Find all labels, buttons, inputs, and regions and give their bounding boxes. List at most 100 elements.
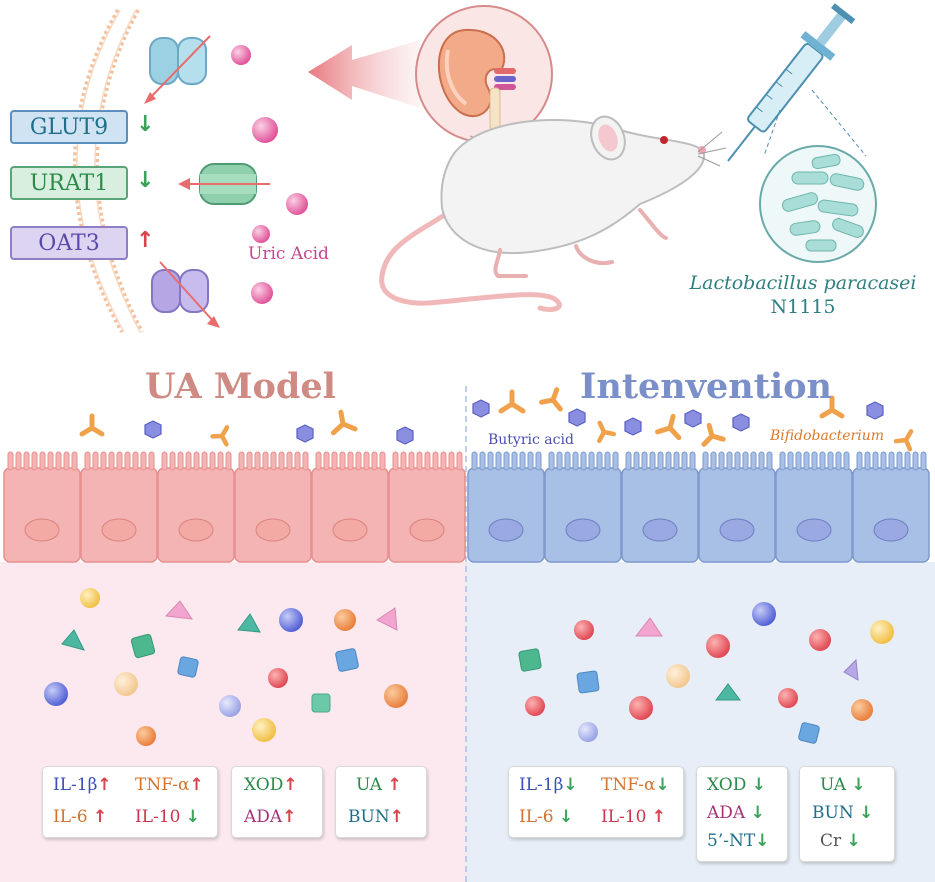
uric-acid-molecules — [231, 45, 308, 304]
marker-label: UA — [820, 775, 847, 795]
epithelial-cell — [467, 467, 545, 563]
marker-label: Cr — [820, 831, 842, 851]
microvillus — [779, 451, 786, 471]
intervention-renal-box: UA ↓ BUN ↓ Cr ↓ — [799, 766, 895, 862]
microvillus — [572, 451, 579, 471]
cell-nucleus — [101, 518, 137, 542]
up-arrow-icon: ↑ — [283, 775, 298, 795]
microvillus — [363, 451, 370, 471]
microvillus — [718, 451, 725, 471]
butyrate-icon — [568, 408, 586, 427]
epithelial-cell — [852, 467, 930, 563]
glut9-label: GLUT9 — [10, 110, 128, 144]
microvillus — [7, 451, 14, 471]
up-arrow-icon: ↑ — [282, 807, 297, 827]
marker-label: IL-1β — [53, 775, 98, 795]
microvillus — [564, 451, 571, 471]
uric-acid-label: Uric Acid — [248, 244, 329, 264]
microvillus — [92, 451, 99, 471]
model-epithelium — [3, 451, 466, 563]
intervention-tnfa: TNF-α↓ — [601, 775, 670, 795]
intervention-ada: ADA ↓ — [707, 803, 765, 823]
microvillus — [124, 451, 131, 471]
microvillus — [535, 451, 542, 471]
butyrate-icon — [144, 420, 162, 439]
model-renal-box: UA ↑ BUN↑ — [335, 766, 427, 838]
microvillus — [177, 451, 184, 471]
microvillus — [225, 451, 232, 471]
microvillus — [803, 451, 810, 471]
microvillus — [31, 451, 38, 471]
microvillus — [556, 451, 563, 471]
microvillus — [673, 451, 680, 471]
syringe-illustration — [727, 3, 856, 162]
cell-nucleus — [873, 518, 909, 542]
marker-label: BUN — [348, 807, 390, 827]
microvillus — [641, 451, 648, 471]
intervention-cytokine-box: IL-1β↓ TNF-α↓ IL-6 ↓ IL-10 ↑ — [508, 766, 684, 838]
microvillus — [355, 451, 362, 471]
microvillus — [55, 451, 62, 471]
microvillus — [148, 451, 155, 471]
up-arrow-icon: ↑ — [389, 807, 404, 827]
bifidobacterium-icon — [330, 409, 358, 436]
microvillus — [201, 451, 208, 471]
cell-nucleus — [565, 518, 601, 542]
glut9-transporter — [144, 35, 211, 104]
intervention-epithelium — [467, 451, 930, 563]
microvillus — [612, 451, 619, 471]
microvillus — [795, 451, 802, 471]
probiotic-caption: Lactobacillus paracasei N1115 — [680, 272, 926, 318]
marker-label: TNF-α — [135, 775, 190, 795]
oat3-up-arrow-icon: ↑ — [136, 228, 155, 253]
intervention-il1b: IL-1β↓ — [519, 775, 578, 795]
microvillus — [408, 451, 415, 471]
microvillus — [856, 451, 863, 471]
intervention-xod: XOD ↓ — [707, 775, 766, 795]
microvillus — [766, 451, 773, 471]
butyrate-icon — [624, 417, 642, 436]
microvillus — [294, 451, 301, 471]
microvillus — [872, 451, 879, 471]
microvillus — [262, 451, 269, 471]
microvillus — [503, 451, 510, 471]
butyrate-icon — [732, 413, 750, 432]
microvillus — [657, 451, 664, 471]
microvillus — [864, 451, 871, 471]
oat3-text: OAT3 — [38, 230, 100, 256]
cell-nucleus — [24, 518, 60, 542]
bifidobacterium-icon — [597, 420, 617, 444]
microvillus — [495, 451, 502, 471]
marker-label: XOD — [244, 775, 284, 795]
down-arrow-icon: ↓ — [563, 775, 578, 795]
down-arrow-icon: ↓ — [851, 775, 866, 795]
microvillus — [302, 451, 309, 471]
microvillus — [100, 451, 107, 471]
ua-model-title: UA Model — [145, 366, 336, 407]
microvillus — [742, 451, 749, 471]
marker-label: ADA — [244, 807, 283, 827]
intervention-cr: Cr ↓ — [820, 831, 861, 851]
microvillus — [479, 451, 486, 471]
bifidobacterium-icon — [819, 395, 845, 419]
mouse-illustration — [379, 115, 727, 313]
marker-label: 5’-NT — [707, 831, 756, 851]
intervention-enzyme-box: XOD ↓ ADA ↓ 5’-NT↓ — [696, 766, 788, 862]
intervention-il6: IL-6 ↓ — [519, 807, 573, 827]
microvillus — [726, 451, 733, 471]
microvillus — [132, 451, 139, 471]
model-bun: BUN↑ — [348, 807, 404, 827]
intervention-5nt: 5’-NT↓ — [707, 831, 769, 851]
butyrate-icon — [296, 424, 314, 443]
butyrate-icon — [472, 399, 490, 418]
epithelial-cell — [157, 467, 235, 563]
microvillus — [681, 451, 688, 471]
bifidobacterium-icon — [655, 413, 682, 441]
microvillus — [456, 451, 463, 471]
microvillus — [416, 451, 423, 471]
microvillus — [246, 451, 253, 471]
microvillus — [758, 451, 765, 471]
microvillus — [238, 451, 245, 471]
model-ua: UA ↑ — [356, 775, 402, 795]
model-xod: XOD↑ — [244, 775, 298, 795]
